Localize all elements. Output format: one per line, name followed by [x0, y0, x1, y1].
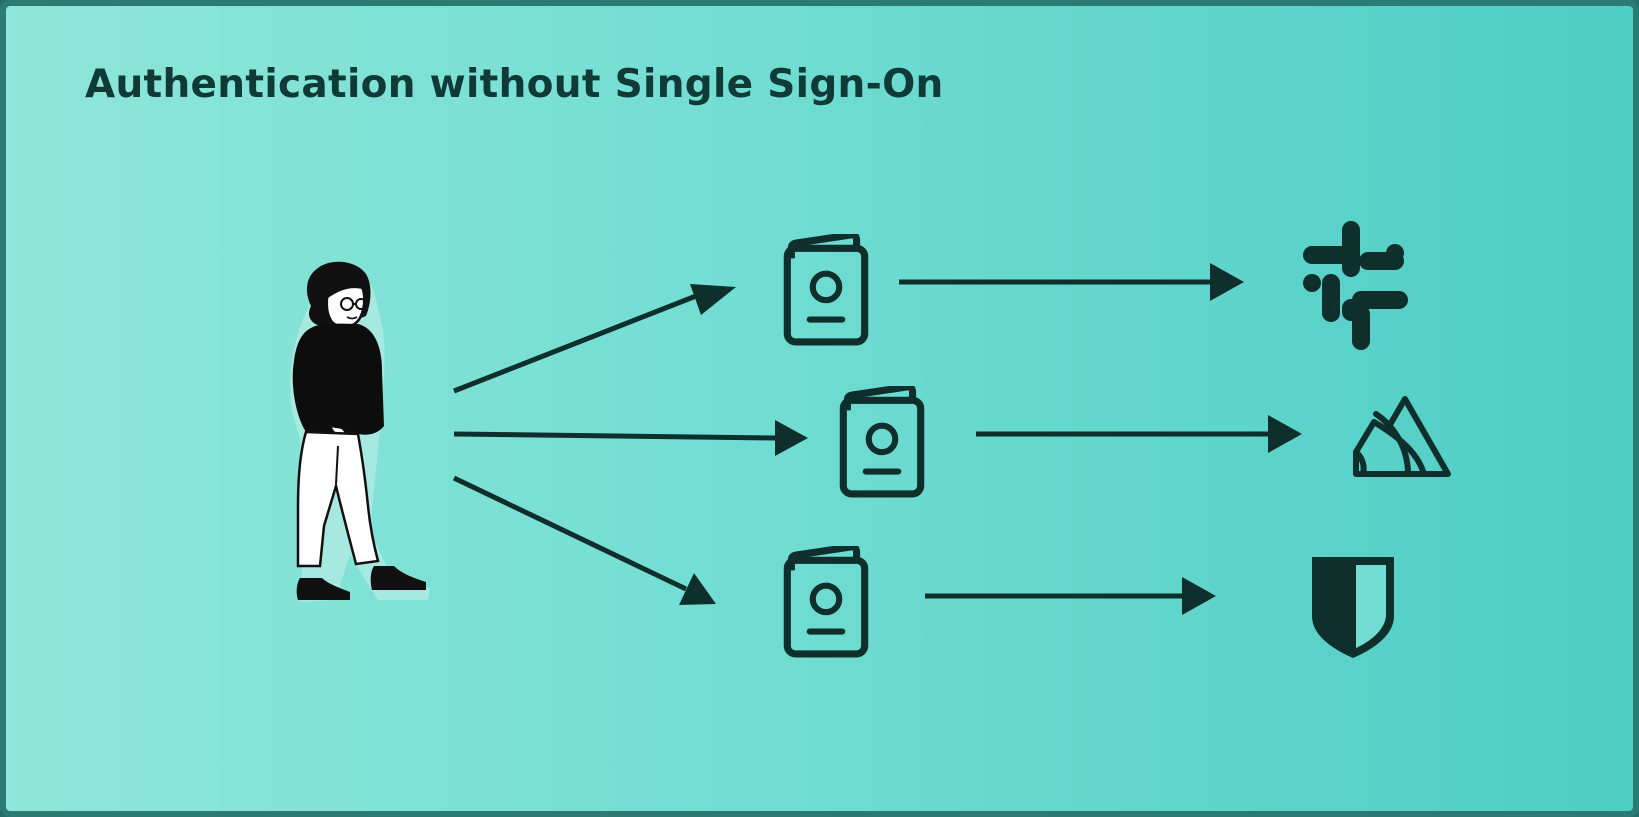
arrow-user-to-card-2: [453, 420, 808, 456]
shield-logo-icon: [1312, 557, 1394, 658]
id-card-icon: [787, 235, 864, 342]
arrow-card-2-to-app: [976, 415, 1302, 453]
id-card-icon: [843, 387, 920, 494]
person-illustration-icon: [290, 261, 430, 602]
id-card-icon: [787, 547, 864, 654]
arrow-user-to-card-1: [453, 284, 736, 394]
slack-logo-icon: [1303, 221, 1408, 350]
diagram-canvas: [290, 221, 1451, 658]
page-title: Authentication without Single Sign-On: [85, 62, 944, 107]
sentry-logo-icon: [1353, 396, 1451, 477]
arrow-card-3-to-app: [925, 577, 1216, 615]
arrow-user-to-card-3: [452, 475, 716, 605]
arrow-card-1-to-app: [899, 263, 1244, 301]
